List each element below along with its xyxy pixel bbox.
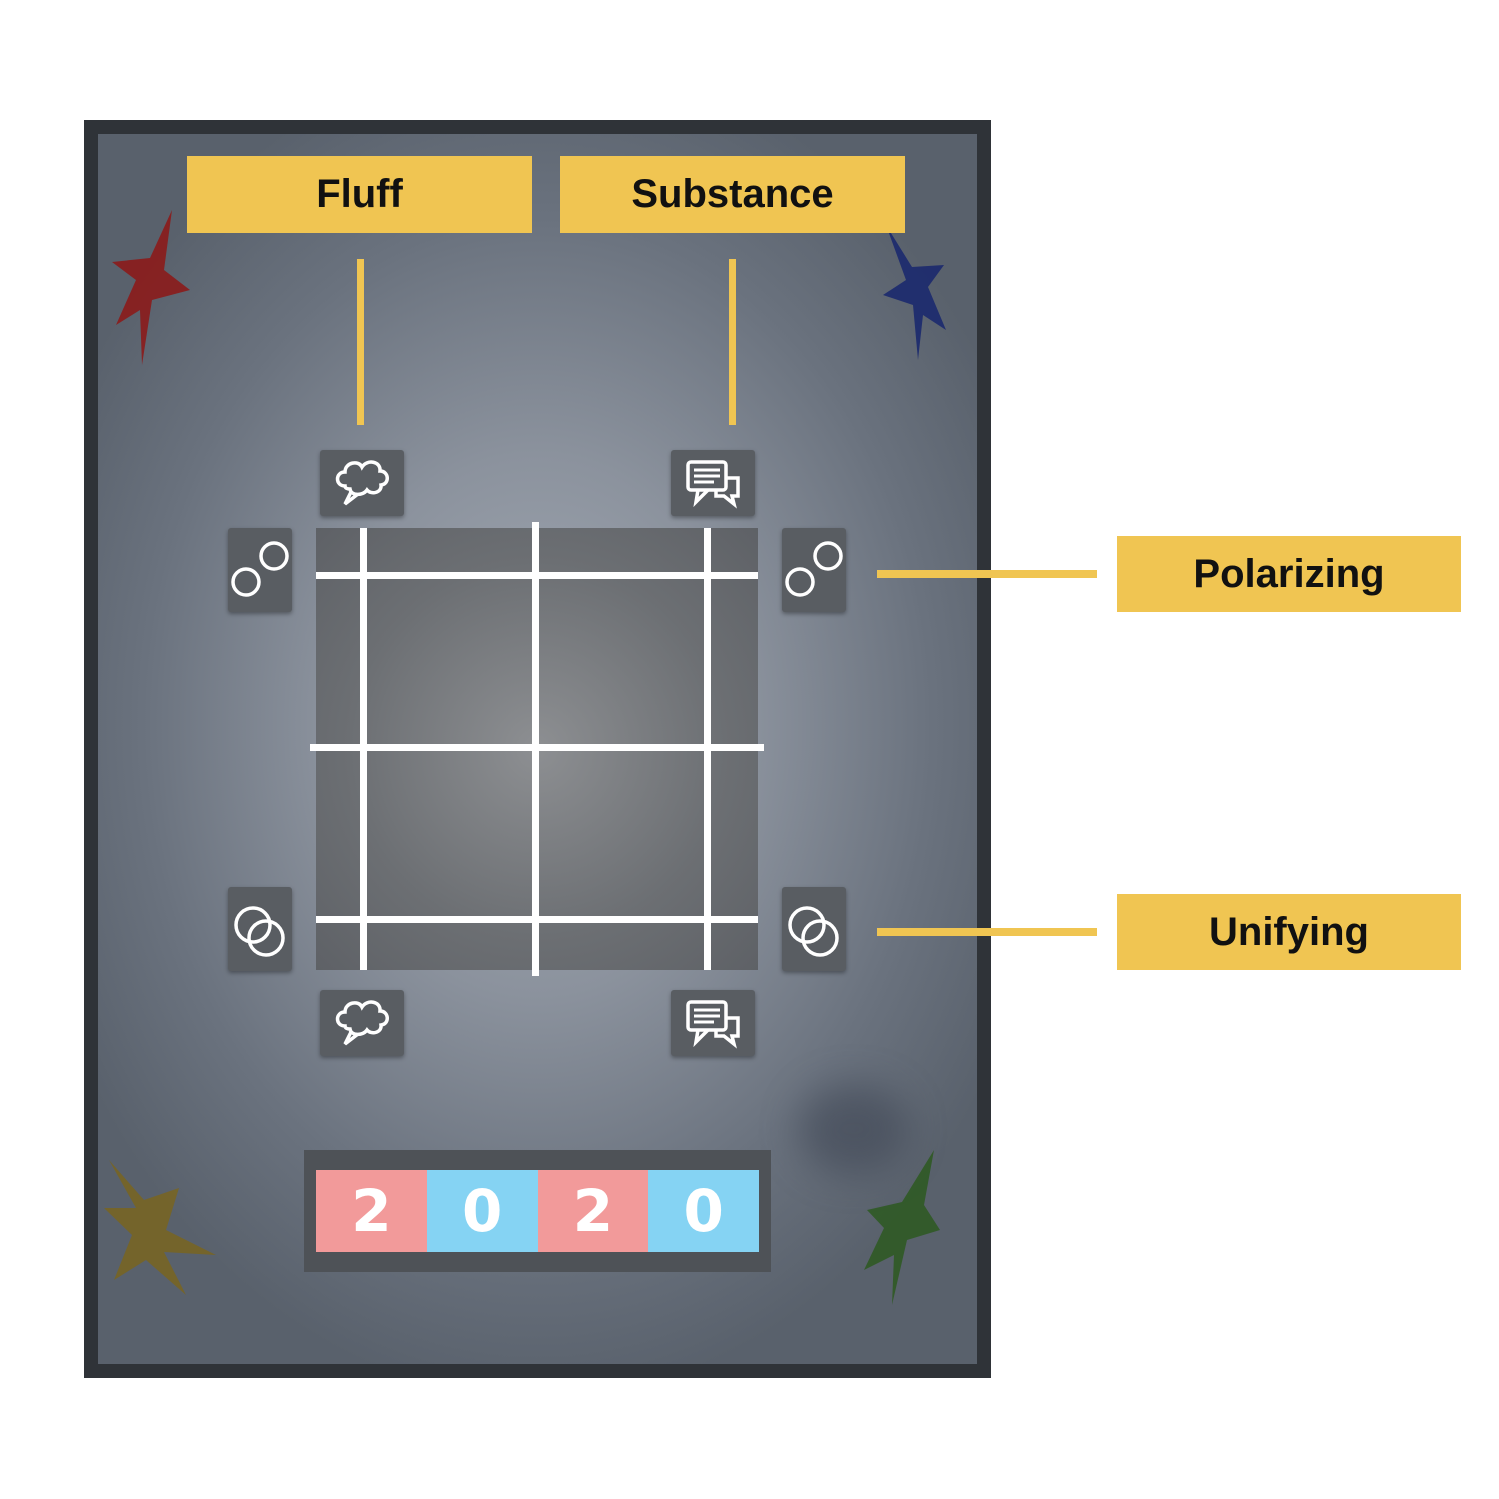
fluff-tile-top[interactable] [320, 450, 404, 516]
blue-star-icon [883, 225, 946, 360]
substance-connector [729, 259, 736, 425]
substance-label: Substance [560, 156, 905, 233]
polarizing-label: Polarizing [1117, 536, 1461, 612]
game-grid[interactable] [310, 522, 764, 976]
unifying-tile-left[interactable] [228, 887, 292, 971]
green-star-icon [864, 1150, 940, 1305]
substance-tile-top[interactable] [671, 450, 755, 516]
chat-messages-icon [686, 1000, 740, 1049]
polarizing-tile-left[interactable] [228, 528, 292, 612]
overlapping-circles-icon [788, 906, 839, 957]
fluff-connector [357, 259, 364, 425]
chat-messages-icon [686, 460, 740, 509]
unifying-tile-right[interactable] [782, 887, 846, 971]
separate-circles-icon [785, 541, 843, 597]
year-digit: 0 [648, 1170, 759, 1252]
fluff-tile-bottom[interactable] [320, 990, 404, 1056]
thought-bubble-icon [335, 460, 389, 506]
overlapping-circles-icon [234, 906, 285, 957]
year-digit: 2 [316, 1170, 427, 1252]
yellow-star-icon [104, 1160, 216, 1295]
separate-circles-icon [231, 541, 289, 597]
unifying-connector [877, 928, 1097, 936]
polarizing-connector [877, 570, 1097, 578]
year-digit: 0 [426, 1170, 538, 1252]
year-digit: 2 [537, 1170, 649, 1252]
unifying-label: Unifying [1117, 894, 1461, 970]
substance-tile-bottom[interactable] [671, 990, 755, 1056]
red-star-icon [112, 210, 190, 365]
year-counter: 2 0 2 0 [304, 1150, 771, 1272]
polarizing-tile-right[interactable] [782, 528, 846, 612]
grid-line [360, 528, 367, 970]
thought-bubble-icon [335, 1000, 389, 1046]
fluff-label: Fluff [187, 156, 532, 233]
grid-line [704, 528, 711, 970]
grid-line [532, 522, 539, 976]
